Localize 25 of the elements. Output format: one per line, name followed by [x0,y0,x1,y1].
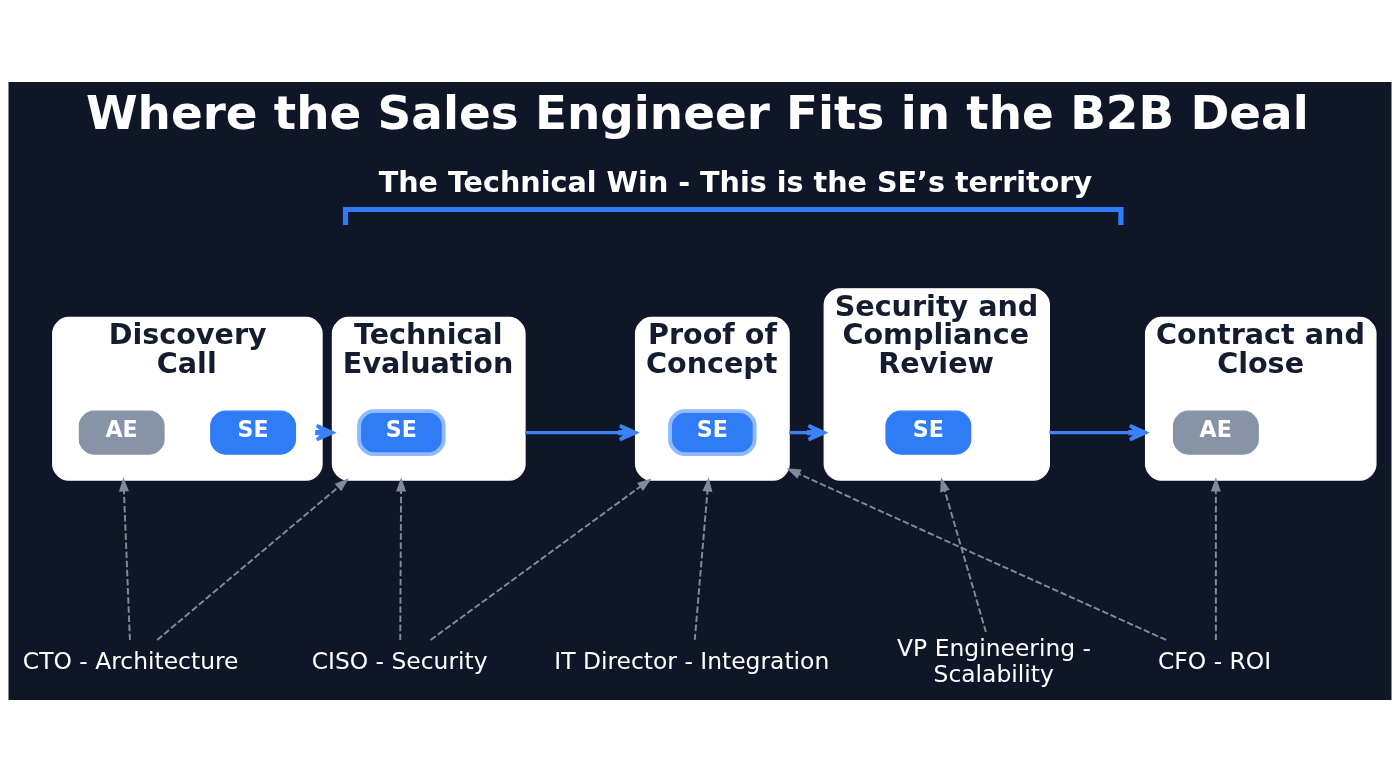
node-box: SE [668,408,757,456]
arrow [525,423,638,441]
node-box: AE [78,410,165,455]
arrow [429,477,652,641]
node-box: SE [210,410,296,455]
arrow [1210,476,1221,641]
node-text: CFO - ROI [1157,646,1272,675]
arrow [156,477,349,641]
node-text: CTO - Architecture [22,646,239,675]
node-box: SE [885,410,972,455]
diagram-title: Where the Sales Engineer Fits in the B2B Deal [85,85,1309,140]
arrow [118,476,131,641]
label: The Technical Win - This is the SE’s territory [378,164,1093,199]
arrow [693,476,713,641]
arrow [786,467,1168,641]
node-box: AE [1172,410,1259,455]
arrow [1049,423,1148,441]
node-text: CISO - Security [311,646,488,675]
node-text: VP Engineering - Scalability [897,633,1091,688]
arrow [940,476,987,633]
node-text: IT Director - Integration [554,646,830,675]
arrow [789,423,826,441]
node-box: SE [357,408,446,456]
arrow [396,476,407,641]
arrow [315,423,335,441]
